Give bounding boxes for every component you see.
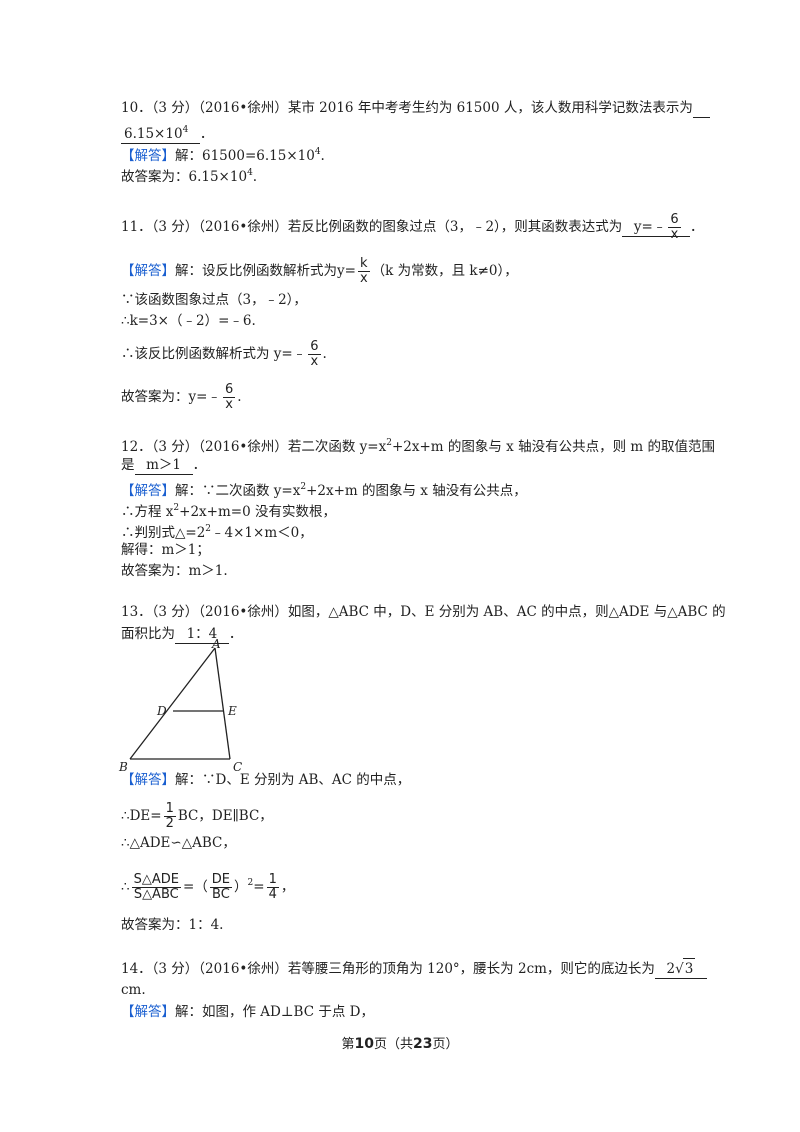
q10-final: 故答案为：6.15×104. [121,168,258,185]
label-b: B [118,760,128,773]
label-a: A [211,638,221,651]
label-d: D [156,704,167,718]
q13-answer: 1：4 [175,626,229,644]
q14-unit: cm. [121,982,146,998]
solution-tag: 【解答】 [121,772,175,788]
q10-answer-line: 6.15×104 ． [121,120,213,144]
q12-question: 12．（3 分）（2016•徐州）若二次函数 y=x2+2x+m 的图象与 x … [121,438,715,455]
q12-solution-4: 解得：m＞1； [121,542,210,558]
q14-solution-1: 【解答】解：如图，作 AD⊥BC 于点 D， [121,1004,374,1020]
q12-solution-1: 【解答】解：∵二次函数 y=x2+2x+m 的图象与 x 轴没有公共点， [121,482,527,499]
q11-question: 11．（3 分）（2016•徐州）若反比例函数的图象过点（3，﹣2），则其函数表… [121,212,704,242]
solution-tag: 【解答】 [121,263,175,279]
q13-solution-3: ∴△ADE∽△ABC， [121,835,236,851]
q14-answer: 2√3 [654,958,707,979]
q11-solution-3: ∴k=3×（﹣2）=﹣6. [121,313,256,329]
side-ab [129,647,216,760]
q12-solution-2: ∴方程 x2+2x+m=0 没有实数根， [121,503,336,520]
side-ac [214,647,231,760]
q12-answer-line: 是 m＞1 ． [121,457,207,475]
solution-tag: 【解答】 [121,1004,175,1020]
page-number: 10 [354,1036,374,1052]
q14-question: 14．（3 分）（2016•徐州）若等腰三角形的顶角为 120°，腰长为 2cm… [121,958,707,979]
page-footer: 第10页（共23页） [341,1036,459,1052]
solution-tag: 【解答】 [121,148,175,164]
q13-solution-1: 【解答】解：∵D、E 分别为 AB、AC 的中点， [121,772,411,788]
q13-answer-line: 面积比为 1：4 ． [121,626,243,644]
q10-stem: 10．（3 分）（2016•徐州）某市 2016 年中考考生约为 61500 人… [121,100,693,116]
q13-final: 故答案为：1：4. [121,917,224,933]
triangle-figure: A B C D E [118,638,242,773]
total-pages: 23 [413,1036,433,1052]
q10-question: 10．（3 分）（2016•徐州）某市 2016 年中考考生约为 61500 人… [121,98,711,118]
q11-solution-2: ∵该函数图象过点（3，﹣2）， [121,292,307,308]
label-c: C [233,760,242,773]
q10-solution: 【解答】解：61500=6.15×104. [121,147,325,164]
q12-answer: m＞1 [134,457,193,475]
solution-tag: 【解答】 [121,483,175,499]
q12-final: 故答案为：m＞1. [121,563,228,579]
q13-question: 13．（3 分）（2016•徐州）如图，△ABC 中，D、E 分别为 AB、AC… [121,604,726,620]
q11-stem: 11．（3 分）（2016•徐州）若反比例函数的图象过点（3，﹣2），则其函数表… [121,219,623,235]
label-e: E [227,704,237,718]
q10-answer: 6.15×104 [121,125,200,144]
q12-solution-3: ∴判别式△=22﹣4×1×m＜0， [121,524,313,541]
